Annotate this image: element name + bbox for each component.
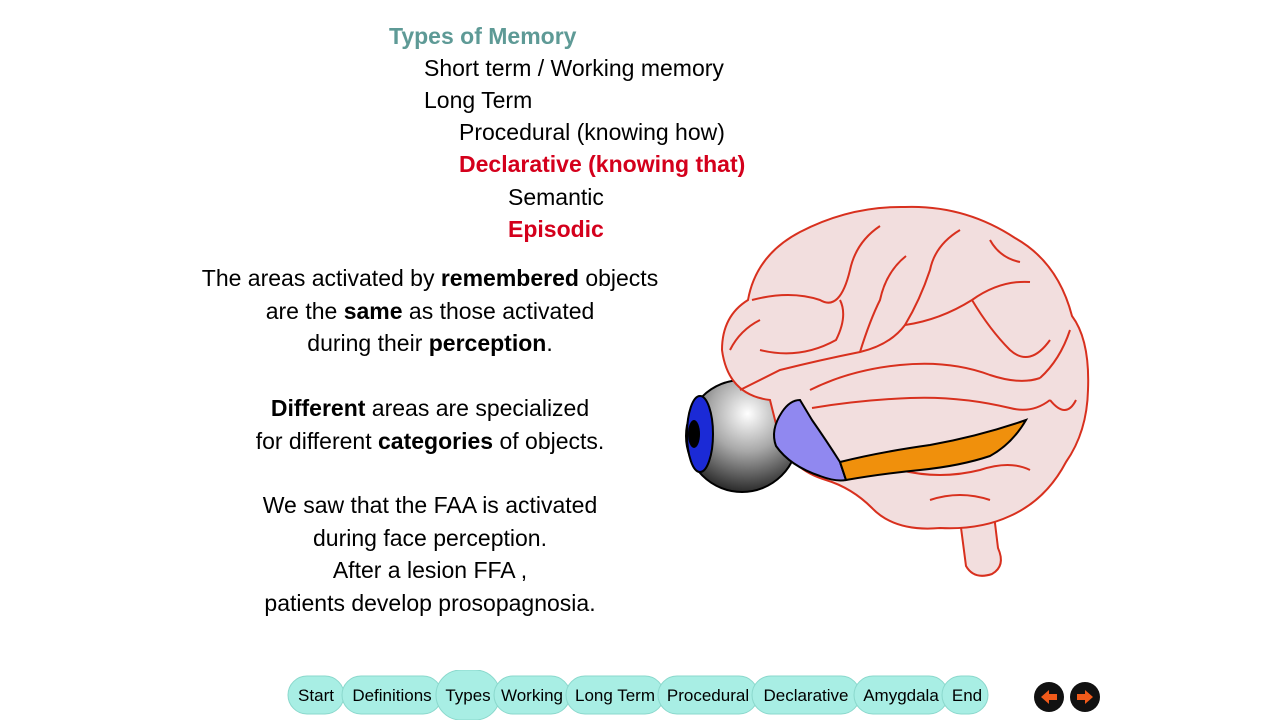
para3-line1: We saw that the FAA is activated — [262, 492, 598, 518]
outline-item-semantic: Semantic — [508, 184, 604, 210]
nav-types[interactable]: Types — [445, 686, 491, 705]
nav-procedural[interactable]: Procedural — [666, 686, 750, 705]
nav-long-term[interactable]: Long Term — [574, 686, 655, 705]
brain-illustration — [685, 205, 1090, 577]
eyeball-icon — [685, 379, 799, 493]
nav-declarative[interactable]: Declarative — [763, 686, 849, 705]
para1-line3: during their perception. — [307, 330, 553, 356]
next-button[interactable] — [1070, 682, 1100, 712]
nav-amygdala[interactable]: Amygdala — [863, 686, 939, 705]
section-navigation: Start Definitions Types Working Long Ter… — [286, 670, 991, 720]
para3-line2: during face perception. — [313, 524, 547, 551]
nav-background — [287, 670, 989, 720]
outline-item-long-term: Long Term — [424, 87, 533, 113]
paragraph-ffa: We saw that the FAA is activated during … — [150, 489, 710, 619]
para3-line3: After a lesion FFA , — [332, 557, 528, 583]
outline-item-procedural: Procedural (knowing how) — [459, 119, 725, 145]
para1-line2: are the same as those activated — [265, 297, 595, 324]
brain-gyri — [729, 225, 1077, 501]
nav-start[interactable]: Start — [298, 686, 334, 705]
brainstem — [958, 513, 1002, 577]
paragraph-specialized: Different areas are specialized for diff… — [150, 392, 710, 457]
nav-end[interactable]: End — [951, 686, 983, 705]
outline-item-short-term: Short term / Working memory — [424, 55, 724, 81]
para2-line2: for different categories of objects. — [255, 427, 605, 454]
right-arrow-icon — [1077, 690, 1093, 704]
para1-line1: The areas activated by remembered object… — [201, 265, 659, 291]
nav-definitions[interactable]: Definitions — [352, 686, 432, 705]
outline-title: Types of Memory — [389, 23, 577, 49]
nav-working[interactable]: Working — [500, 686, 564, 705]
outline-item-declarative: Declarative (knowing that) — [459, 151, 746, 177]
paragraph-remembered: The areas activated by remembered object… — [150, 262, 710, 360]
prev-button[interactable] — [1034, 682, 1064, 712]
orange-region — [838, 418, 1029, 482]
para3-line4: patients develop prosopagnosia. — [264, 589, 596, 616]
purple-region — [773, 398, 848, 482]
para2-line1: Different areas are specialized — [270, 395, 590, 421]
outline-item-episodic: Episodic — [508, 216, 604, 242]
left-arrow-icon — [1041, 690, 1057, 704]
